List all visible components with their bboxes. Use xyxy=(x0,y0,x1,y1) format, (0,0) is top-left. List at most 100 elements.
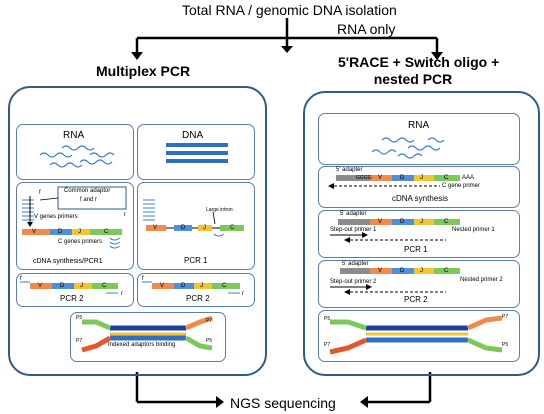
arrow-middle-down-icon xyxy=(281,46,293,53)
right-title-line2: nested PCR xyxy=(373,71,453,87)
left-pcr2-box-b xyxy=(137,273,255,307)
left-p5-label-top: P5 xyxy=(76,315,83,321)
seg-v-3: V xyxy=(38,283,43,289)
right-pcr2-strand xyxy=(330,268,460,295)
left-title: Multiplex PCR xyxy=(96,63,191,79)
seg-d-4: D xyxy=(181,283,186,289)
common-adaptor-label: Common adaptor xyxy=(64,188,111,194)
left-dna-label: DNA xyxy=(182,130,204,141)
rseg-v-2: V xyxy=(378,219,383,225)
rseg-c-1: C xyxy=(444,175,449,181)
left-rna-waves xyxy=(39,145,115,168)
cdna-r-label: r xyxy=(124,212,126,218)
seg-j-1: J xyxy=(78,229,81,235)
ggg-label: GGGG xyxy=(356,175,372,181)
left-p7-label-bottom: P7 xyxy=(76,338,83,344)
header-title: Total RNA / genomic DNA isolation xyxy=(182,2,397,18)
seg-c-4: C xyxy=(222,283,227,289)
left-panel xyxy=(8,86,267,376)
right-panel xyxy=(303,91,540,376)
left-pcr1-label: PCR 1 xyxy=(184,256,208,265)
seg-d-3: D xyxy=(60,283,65,289)
right-rna-box xyxy=(318,113,520,165)
right-title-line1: 5'RACE + Switch oligo + xyxy=(338,54,500,70)
arrow-right-down-icon xyxy=(431,52,443,60)
seg-v-1: V xyxy=(32,229,37,235)
right-adaptor-box xyxy=(318,310,520,362)
cdna-pcr1-label: cDNA synthesis/PCR1 xyxy=(33,258,103,265)
right-p5-label-top: P5 xyxy=(324,316,331,322)
rseg-j-2: J xyxy=(420,219,423,225)
seg-j-4: J xyxy=(200,283,203,289)
left-pcr2-label-b: PCR 2 xyxy=(186,294,210,303)
rseg-v-3: V xyxy=(378,268,383,274)
left-rna-label: RNA xyxy=(63,130,85,141)
right-rna-waves xyxy=(371,137,445,159)
left-adaptor-box xyxy=(70,312,226,362)
left-cdna-strand xyxy=(22,229,122,235)
right-p7-label-top: P7 xyxy=(502,314,509,320)
pcr1-primers-stack xyxy=(143,199,155,221)
aaa-label: AAA xyxy=(462,175,475,181)
pcr2-strand-b xyxy=(142,281,240,294)
arrow-bottom-left-icon xyxy=(216,396,224,408)
pcr2a-f-label: f xyxy=(20,276,22,282)
right-cdna-box xyxy=(318,166,520,208)
arrow-left-down-icon xyxy=(131,52,143,60)
right-pcr2-box xyxy=(318,260,520,308)
left-dna-box xyxy=(137,124,255,180)
left-rna-box xyxy=(16,124,134,180)
rseg-c-3: C xyxy=(444,268,449,274)
indexed-adaptors-label: Indexed adaptors binding xyxy=(108,342,176,348)
right-p7-label-bottom: P7 xyxy=(324,342,331,348)
right-pcr1-label: PCR 1 xyxy=(404,245,428,254)
seg-j-2: J xyxy=(203,225,206,231)
left-cdna-box xyxy=(16,182,134,270)
right-cdna-strand xyxy=(328,175,460,189)
cdna-synthesis-label: cDNA synthesis xyxy=(392,194,449,203)
left-pcr2-box-a xyxy=(16,273,134,307)
c-genes-primers-label: C genes primers xyxy=(58,239,103,245)
rseg-c-2: C xyxy=(444,219,449,225)
right-adapter-label-2: 5' adapter xyxy=(340,211,367,217)
seg-v-4: V xyxy=(160,283,165,289)
seg-c-3: C xyxy=(102,283,107,289)
arrow-bottom-right-icon xyxy=(360,396,368,408)
seg-c-2: C xyxy=(230,225,235,231)
seg-c-1: C xyxy=(104,229,109,235)
pcr2b-f-label: f xyxy=(142,276,144,282)
rna-only-label: RNA only xyxy=(337,21,396,37)
c-gene-primer-label: C gene primer xyxy=(442,183,481,189)
rseg-v-1: V xyxy=(378,175,383,181)
pcr2-strand-a xyxy=(20,281,118,294)
cdna-f-label: f xyxy=(39,190,41,196)
rseg-j-3: J xyxy=(420,268,423,274)
pcr2b-r-label: r xyxy=(242,291,244,297)
right-rna-label: RNA xyxy=(408,120,430,131)
right-pcr1-box xyxy=(318,210,520,258)
ngs-label: NGS sequencing xyxy=(230,395,336,411)
left-adaptor-graphic xyxy=(81,315,213,353)
right-adapter-label-3: 5' adapter xyxy=(342,261,369,267)
right-pcr2-label: PCR 2 xyxy=(404,295,428,304)
pcr2a-r-label: r xyxy=(121,291,123,297)
right-pcr1-strand xyxy=(330,219,460,243)
right-adapter-label-1: 5' adapter xyxy=(336,167,363,173)
rseg-d-2: D xyxy=(400,219,405,225)
left-pcr1-box xyxy=(137,182,255,270)
seg-d-1: D xyxy=(58,229,63,235)
left-p5-label-bottom: P5 xyxy=(206,338,213,344)
v-primers-stack xyxy=(22,199,34,221)
step-out-1-label: Step-out primer 1 xyxy=(330,227,377,233)
common-adaptor-fr-label: f and r xyxy=(80,197,98,203)
left-p7-label-top: P7 xyxy=(206,318,213,324)
rseg-d-3: D xyxy=(400,268,405,274)
seg-d-2: D xyxy=(181,225,186,231)
right-p5-label-bottom: P5 xyxy=(502,342,509,348)
nested-1-label: Nested primer 1 xyxy=(452,227,495,233)
large-intron-label: Large intron xyxy=(206,207,233,213)
v-genes-primers-label: V genes primers xyxy=(34,214,78,220)
left-pcr2-label-a: PCR 2 xyxy=(60,294,84,303)
